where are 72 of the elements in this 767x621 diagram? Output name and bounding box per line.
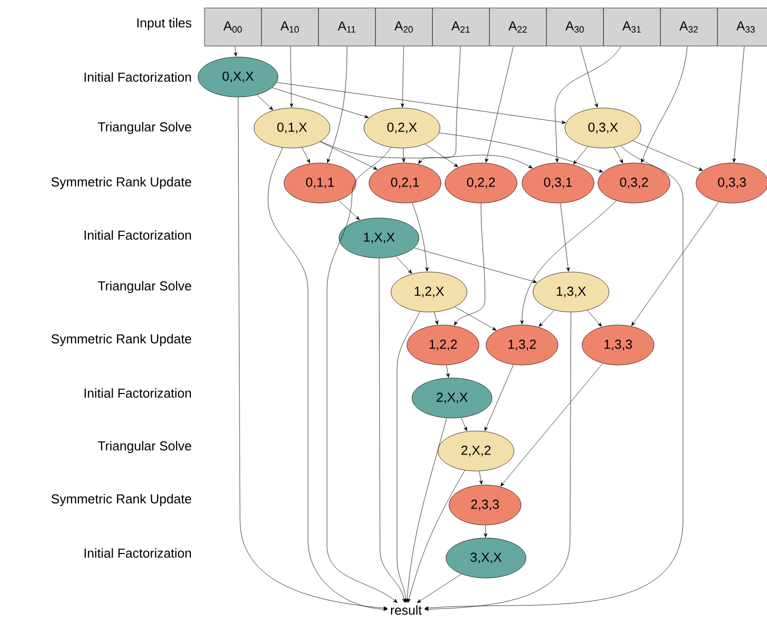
arrow: [573, 146, 588, 164]
row-label: Triangular Solve: [98, 280, 192, 294]
arrow: [396, 256, 412, 274]
arrow: [520, 200, 617, 324]
arrow: [400, 46, 404, 108]
tile-cell: A$_{22}$: [489, 8, 547, 46]
arrow: [234, 46, 238, 56]
tile-cell: A$_{10}$: [261, 8, 319, 46]
arrow: [238, 97, 388, 610]
row-label: Initial Factorization: [84, 548, 191, 558]
arrow: [484, 525, 488, 538]
arrow: [418, 46, 461, 164]
arrow: [580, 46, 598, 108]
arrow: [485, 46, 514, 163]
arrow: [424, 146, 684, 610]
row-label: Symmetric Rank Update: [52, 334, 192, 346]
arrow: [631, 202, 719, 326]
row-label: Triangular Solve: [98, 440, 192, 454]
arrow: [402, 148, 406, 162]
arrow: [327, 46, 348, 163]
tile-cell: A$_{31}$: [603, 8, 661, 46]
row-label: Initial Factorization: [84, 388, 191, 398]
arrow: [460, 418, 468, 432]
arrow: [500, 363, 603, 486]
arrow: [268, 147, 388, 611]
arrow: [641, 46, 688, 163]
tile-cell: A$_{33}$: [717, 8, 767, 46]
tile-cell: A$_{32}$: [660, 8, 718, 46]
row-label: Symmetric Rank Update: [52, 494, 192, 506]
arrow: [326, 147, 398, 603]
arrow: [276, 82, 566, 124]
arrow: [479, 470, 483, 485]
arrow: [412, 202, 429, 272]
tile-cell: A$_{21}$: [432, 8, 490, 46]
arrow: [320, 141, 378, 170]
arrow: [434, 312, 438, 325]
tile-cell: A$_{11}$: [318, 8, 376, 46]
arrow: [560, 202, 570, 272]
arrow: [554, 46, 622, 162]
arrow: [484, 364, 514, 432]
arrow: [614, 147, 624, 164]
arrow: [338, 200, 360, 220]
arrow: [407, 470, 466, 603]
arrow: [632, 140, 703, 171]
arrow: [290, 46, 294, 108]
arrow: [732, 46, 744, 162]
arrow: [256, 94, 274, 110]
row-label: Symmetric Rank Update: [52, 176, 192, 190]
arrow: [405, 418, 447, 603]
arrow: [396, 311, 420, 603]
arrow: [302, 147, 310, 164]
row-label: Initial Factorization: [84, 72, 191, 82]
arrow: [414, 248, 537, 284]
tile-cell: A$_{20}$: [375, 8, 433, 46]
arrow: [320, 141, 533, 168]
arrow: [424, 312, 572, 611]
arrow: [378, 258, 406, 603]
arrow: [454, 203, 486, 326]
result-text: result: [390, 605, 422, 615]
arrow: [272, 87, 369, 118]
arrow: [454, 306, 496, 330]
arrow: [538, 310, 554, 327]
arrow: [438, 132, 604, 172]
arrow: [446, 364, 450, 378]
row-label: Input tiles: [137, 18, 192, 30]
arrow: [424, 144, 458, 168]
arrow: [587, 310, 602, 327]
arrow: [416, 574, 462, 603]
row-label: Initial Factorization: [84, 230, 191, 240]
tile-cell: A$_{30}$: [546, 8, 604, 46]
tile-cell: A$_{00}$: [204, 8, 262, 46]
row-label: Triangular Solve: [98, 122, 192, 134]
